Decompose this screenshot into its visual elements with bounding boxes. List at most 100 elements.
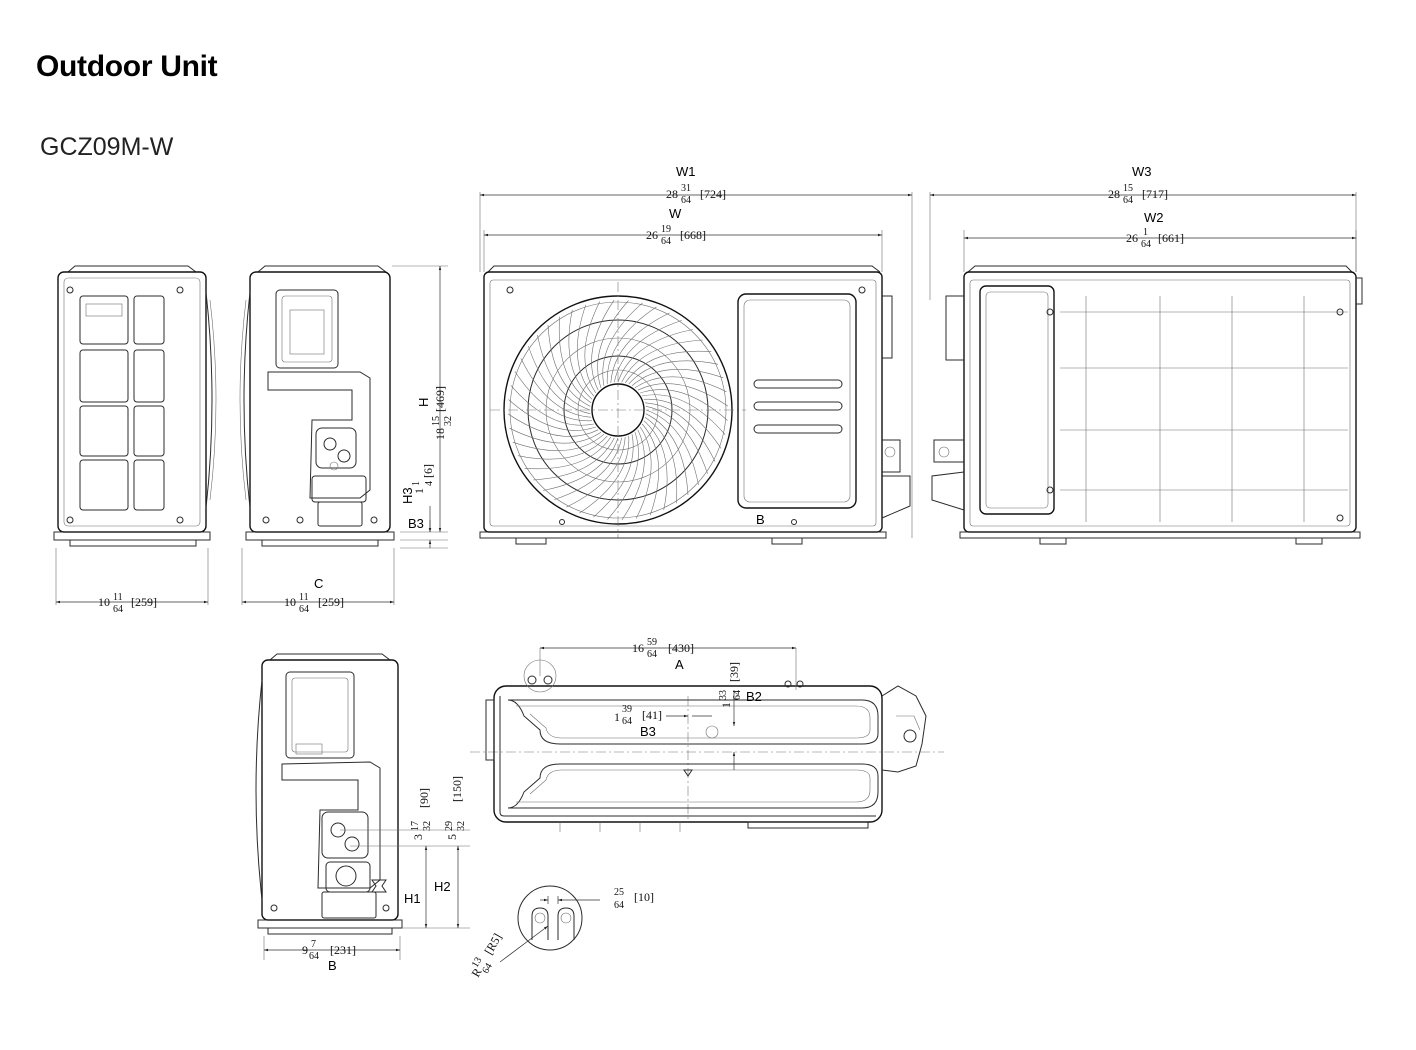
h1-h2-dimension: H1 H2 3 17 32 [90] 5 29 32 [150] [340,776,470,929]
svg-text:32: 32 [443,416,454,426]
svg-text:[6]: [6] [421,464,435,478]
svg-text:64: 64 [647,649,657,660]
svg-text:19: 19 [661,224,671,235]
svg-text:[150]: [150] [450,776,464,802]
front-view: B [479,265,911,545]
svg-text:64: 64 [681,195,691,206]
svg-text:[724]: [724] [700,187,726,201]
detail-hole: 25 64 [10] R 13 64 [R5] [468,885,654,980]
svg-text:7: 7 [311,939,316,950]
b3-top-dimension: 1 39 64 [41] B3 [614,704,712,739]
svg-text:1: 1 [1143,227,1148,238]
svg-text:9: 9 [302,943,308,957]
svg-text:[259]: [259] [318,595,344,609]
left-side-view [53,265,217,605]
svg-text:11: 11 [113,592,123,603]
w2-dimension: W2 26 1 64 [661] [963,210,1357,272]
svg-text:26: 26 [1126,231,1138,245]
svg-text:33: 33 [718,690,729,700]
svg-text:15: 15 [1123,183,1133,194]
svg-text:64: 64 [732,690,743,700]
svg-text:59: 59 [647,637,657,648]
svg-text:10: 10 [284,595,296,609]
svg-text:[430]: [430] [668,641,694,655]
svg-text:[10]: [10] [634,890,654,904]
svg-text:B: B [756,512,765,527]
svg-text:W1: W1 [676,164,696,179]
svg-text:64: 64 [1141,239,1151,250]
svg-text:64: 64 [113,604,123,615]
top-view [470,659,944,832]
w3-dimension: W3 28 15 64 [717] [929,164,1357,300]
svg-text:[469]: [469] [433,386,447,412]
svg-text:H3: H3 [400,487,415,504]
svg-text:64: 64 [614,900,624,911]
svg-text:A: A [675,657,684,672]
w1-dimension: W1 28 31 64 [724] [479,164,913,538]
svg-text:1: 1 [411,481,422,486]
svg-text:B2: B2 [746,689,762,704]
svg-text:[39]: [39] [727,662,741,682]
svg-text:B: B [328,958,337,973]
c-dimension: C 10 11 64 [259] [242,576,394,615]
svg-text:10: 10 [98,595,110,609]
fan-grille [507,299,729,521]
height-dimension: H 18 15 32 [469] H3 1 1 4 [6] B3 [392,265,454,549]
svg-text:H2: H2 [434,879,451,894]
b-bottom-dimension: 9 7 64 [231] B [264,939,400,973]
svg-text:64: 64 [622,716,632,727]
depth-left-dimension: 10 11 64 [259] [56,592,208,615]
svg-text:B3: B3 [408,516,424,531]
coil-grid [1060,296,1348,522]
svg-text:W3: W3 [1132,164,1152,179]
svg-text:B3: B3 [640,724,656,739]
svg-text:W: W [669,206,682,221]
svg-text:17: 17 [410,821,421,831]
svg-text:[90]: [90] [417,788,431,808]
svg-text:18: 18 [433,428,447,440]
a-dimension: 16 59 64 [430] A [539,637,797,690]
rear-view [931,265,1363,545]
right-side-view [239,265,395,605]
svg-text:3: 3 [411,834,425,840]
b2-dimension: 1 33 64 [39] B2 [718,662,762,770]
svg-text:64: 64 [480,961,495,975]
svg-text:1: 1 [719,702,733,708]
lower-side-view [255,653,403,960]
model-label: GCZ09M-W [40,133,174,161]
svg-text:64: 64 [309,951,319,962]
svg-text:15: 15 [431,416,442,426]
svg-text:29: 29 [444,821,455,831]
svg-text:[661]: [661] [1158,231,1184,245]
svg-text:13: 13 [470,955,485,969]
svg-text:H: H [416,398,431,407]
svg-text:[668]: [668] [680,228,706,242]
svg-text:64: 64 [299,604,309,615]
svg-text:16: 16 [632,641,644,655]
svg-text:28: 28 [1108,187,1120,201]
svg-text:W2: W2 [1144,210,1164,225]
svg-text:C: C [314,576,323,591]
svg-text:64: 64 [1123,195,1133,206]
svg-text:39: 39 [622,704,632,715]
svg-text:[41]: [41] [642,708,662,722]
svg-text:[259]: [259] [131,595,157,609]
svg-text:32: 32 [456,821,467,831]
page-title: Outdoor Unit [36,50,218,83]
svg-text:1: 1 [412,488,426,494]
svg-text:31: 31 [681,183,691,194]
svg-text:1: 1 [614,710,620,724]
svg-text:H1: H1 [404,891,421,906]
svg-text:28: 28 [666,187,678,201]
w-dimension: W 26 19 64 [668] [483,206,883,272]
svg-text:5: 5 [445,834,459,840]
svg-text:32: 32 [422,821,433,831]
svg-text:25: 25 [614,887,624,898]
svg-text:26: 26 [646,228,658,242]
svg-text:64: 64 [661,236,671,247]
svg-text:[231]: [231] [330,943,356,957]
svg-text:[R5]: [R5] [481,931,504,957]
svg-text:11: 11 [299,592,309,603]
svg-text:4: 4 [424,481,435,486]
